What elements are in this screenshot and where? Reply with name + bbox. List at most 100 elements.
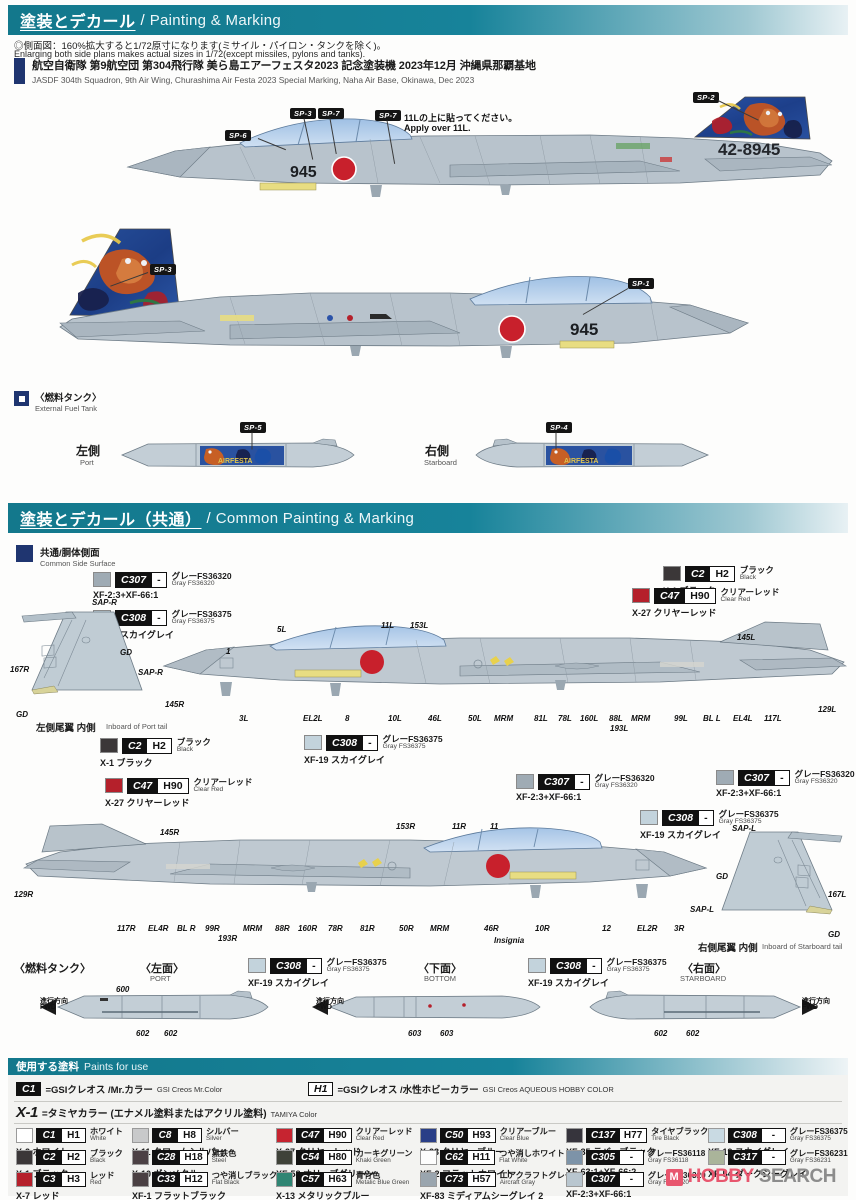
- paint-code-c: C308: [115, 610, 153, 626]
- paint-name-en: Gray FS36375: [718, 817, 762, 825]
- callout-c308-stbd-tail: C308 - グレーFS36375 Gray FS36375 XF-19 スカイ…: [640, 810, 779, 841]
- paint-name-en: Clear Red: [720, 595, 751, 603]
- paints-title-jp: 使用する塗料: [16, 1061, 79, 1073]
- decal-label-1: 1: [226, 647, 231, 656]
- sp-tag-sp7-b: SP-7: [375, 110, 401, 121]
- paint-name-en: Gray FS36320: [171, 579, 215, 587]
- decal-label-mrm-2: MRM: [631, 714, 651, 723]
- paint-name-en: Gray FS36375: [789, 1135, 831, 1143]
- decal-label-mrm-1: MRM: [494, 714, 514, 723]
- port-tail-caption-en: Inboard of Port tail: [106, 722, 168, 731]
- color-swatch: [132, 1150, 149, 1165]
- paint-name-jp: ブラック: [176, 737, 211, 748]
- color-swatch: [420, 1172, 437, 1187]
- decal-label-46l: 46L: [428, 714, 442, 723]
- stbd-tail-caption-en: Inboard of Starboard tail: [762, 942, 843, 951]
- paint-tamiya: XF-54 ダークシーグレイ: [708, 1169, 808, 1179]
- color-swatch: [132, 1128, 149, 1143]
- paint-code-c: C308: [326, 735, 364, 751]
- scheme-title-jp: 航空自衛隊 第9航空団 第304飛行隊 美ら島エアーフェスタ2023 記念塗装機…: [32, 60, 536, 72]
- paints-for-use-panel: 使用する塗料 Paints for use C1 =GSIクレオス /Mr.カラ…: [8, 1058, 848, 1201]
- paint-tamiya: XF-1 フラットブラック: [132, 1191, 227, 1201]
- brand-text-aqueous: =GSIクレオス /水性ホビーカラー: [337, 1085, 479, 1096]
- paint-code-c: C2: [685, 566, 711, 582]
- callout-c47-stbd: C47 H90 クリアーレッド Clear Red X-27 クリヤーレッド: [105, 778, 253, 809]
- section-title-en-common: Common Painting & Marking: [215, 509, 415, 527]
- common-tank-bottom-jp: 〈下面〉: [418, 963, 462, 975]
- brand-text-tamiya: =タミヤカラー (エナメル塗料またはアクリル塗料): [41, 1109, 267, 1120]
- color-swatch: [420, 1128, 437, 1143]
- scheme-color-swatch: [14, 58, 25, 84]
- mark-sap-r-1: SAP-R: [92, 598, 117, 607]
- decal-label-99l: 99L: [674, 714, 688, 723]
- paint-name-en: Black: [176, 745, 193, 753]
- nose-number-text-2: 945: [570, 320, 598, 339]
- fuel-tank-title-jp: 〈燃料タンク〉: [35, 393, 102, 404]
- paint-code-c: C8: [152, 1128, 178, 1143]
- brand-sub-gsi: GSI Creos Mr.Color: [156, 1084, 223, 1094]
- paint-name-jp: グレーFS36375: [382, 734, 443, 745]
- paint-code-h: H1: [62, 1128, 86, 1143]
- brand-legend-aqueous: H1 =GSIクレオス /水性ホビーカラー GSI Creos AQUEOUS …: [308, 1082, 614, 1096]
- paint-name-en: Gray FS36118: [647, 1157, 689, 1165]
- color-swatch: [16, 1128, 33, 1143]
- decal-label-78l: 78L: [558, 714, 572, 723]
- brand-legend-tamiya: X-1 =タミヤカラー (エナメル塗料またはアクリル塗料) TAMIYA Col…: [16, 1104, 317, 1121]
- paint-name-jp: グレーFS36320: [794, 769, 855, 780]
- paint-code-h: -: [363, 735, 378, 751]
- apply-note-en: Apply over 11L.: [404, 123, 471, 133]
- common-tank-stbd-en: STARBOARD: [680, 974, 727, 983]
- decal-label-5l: 5L: [277, 625, 287, 634]
- color-swatch: [566, 1172, 583, 1187]
- paint-code-c: C308: [728, 1128, 762, 1143]
- paint-tamiya: X-1 ブラック: [100, 758, 153, 768]
- aircraft-common-starboard-view: [22, 823, 708, 898]
- color-swatch: [93, 572, 111, 587]
- decal-label-mrm-3: MRM: [243, 924, 263, 933]
- color-swatch: [132, 1172, 149, 1187]
- color-swatch-common: [16, 545, 33, 562]
- paint-code-h: -: [307, 958, 322, 974]
- paint-item-c73: C73 H57 エアクラフトグレー Aircraft Gray XF-83 ミデ…: [420, 1172, 573, 1202]
- paint-code-c: C307: [115, 572, 153, 588]
- decal-label-99r: 99R: [205, 924, 220, 933]
- paint-name-en: Gray FS36320: [594, 781, 638, 789]
- paint-name-jp: グレーFS36375: [606, 957, 667, 968]
- paint-name-en: Flat Black: [211, 1179, 240, 1187]
- decal-label-81l: 81L: [534, 714, 548, 723]
- decal-label-3r: 3R: [674, 924, 685, 933]
- decal-602-b: 602: [164, 1029, 178, 1038]
- divider: [14, 1123, 842, 1124]
- mark-sap-r-2: SAP-R: [138, 668, 163, 677]
- decal-label-160l: 160L: [580, 714, 599, 723]
- common-tank-title-jp: 〈燃料タンク〉: [14, 963, 91, 975]
- scheme-title-en: JASDF 304th Squadron, 9th Air Wing, Chur…: [32, 75, 475, 85]
- paint-name-jp: グレーFS36320: [171, 571, 232, 582]
- common-tank-bottom-art: [312, 995, 541, 1019]
- paint-code-h: -: [761, 1150, 786, 1165]
- mark-sap-l-1: SAP-L: [732, 824, 756, 833]
- common-tank-bottom-en: BOTTOM: [424, 974, 456, 983]
- callout-c308-tank-right: C308 - グレーFS36375 Gray FS36375 XF-19 スカイ…: [528, 958, 667, 989]
- paint-name-en: Gray FS36231: [789, 1157, 831, 1165]
- paint-tamiya: XF-2:3+XF-66:1: [566, 1189, 632, 1199]
- paint-code-h: H3: [62, 1172, 86, 1187]
- paint-code-h: H90: [324, 1128, 352, 1143]
- paint-code-h: H93: [468, 1128, 496, 1143]
- paint-code-c: C62: [440, 1150, 469, 1165]
- paint-code-c: C47: [654, 588, 686, 604]
- section-title-separator: /: [140, 11, 145, 29]
- aircraft-common-port-view: [162, 621, 848, 696]
- mark-gd-2: GD: [16, 710, 28, 719]
- decal-label-3l: 3L: [239, 714, 249, 723]
- paint-code-c: C307: [586, 1172, 620, 1187]
- sp-tag-sp5: SP-5: [240, 422, 266, 433]
- callout-c47-port-top: C47 H90 クリアーレッド Clear Red X-27 クリヤーレッド: [632, 588, 780, 619]
- paint-code-c: C1: [36, 1128, 62, 1143]
- sp-tag-sp3: SP-3: [290, 108, 316, 119]
- paint-name-jp: グレーFS36320: [594, 773, 655, 784]
- decal-label-50l: 50L: [468, 714, 482, 723]
- paint-code-h: -: [775, 770, 790, 786]
- fuel-tank-port-art: AIRFESTA: [120, 438, 355, 468]
- paint-name-jp: クリアーレッド: [355, 1127, 413, 1137]
